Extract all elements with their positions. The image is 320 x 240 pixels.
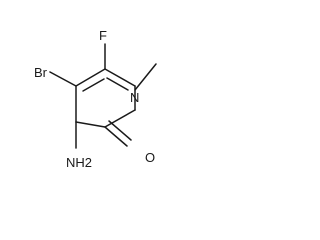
- bond-c2-o-2: [108, 120, 132, 141]
- bond-c2-c3: [75, 121, 106, 128]
- bond-c5-c6: [104, 68, 136, 87]
- amino-label: NH2: [66, 155, 92, 170]
- nitrogen-label: N: [130, 90, 139, 105]
- bond-c4-c5: [75, 68, 106, 87]
- molecule-structure: Br F N O NH2: [34, 28, 157, 170]
- fluorine-label: F: [99, 28, 107, 43]
- bond-n1-methyl: [134, 63, 157, 91]
- double-bond-c4-c5-inner: [82, 78, 105, 92]
- bond-c4-br: [49, 71, 77, 87]
- bond-n1-c2: [104, 109, 136, 128]
- oxygen-label: O: [145, 150, 155, 165]
- bond-c2-o-1: [104, 126, 128, 147]
- bromine-label: Br: [34, 65, 48, 80]
- double-bond-c6-c5-inner: [106, 77, 129, 91]
